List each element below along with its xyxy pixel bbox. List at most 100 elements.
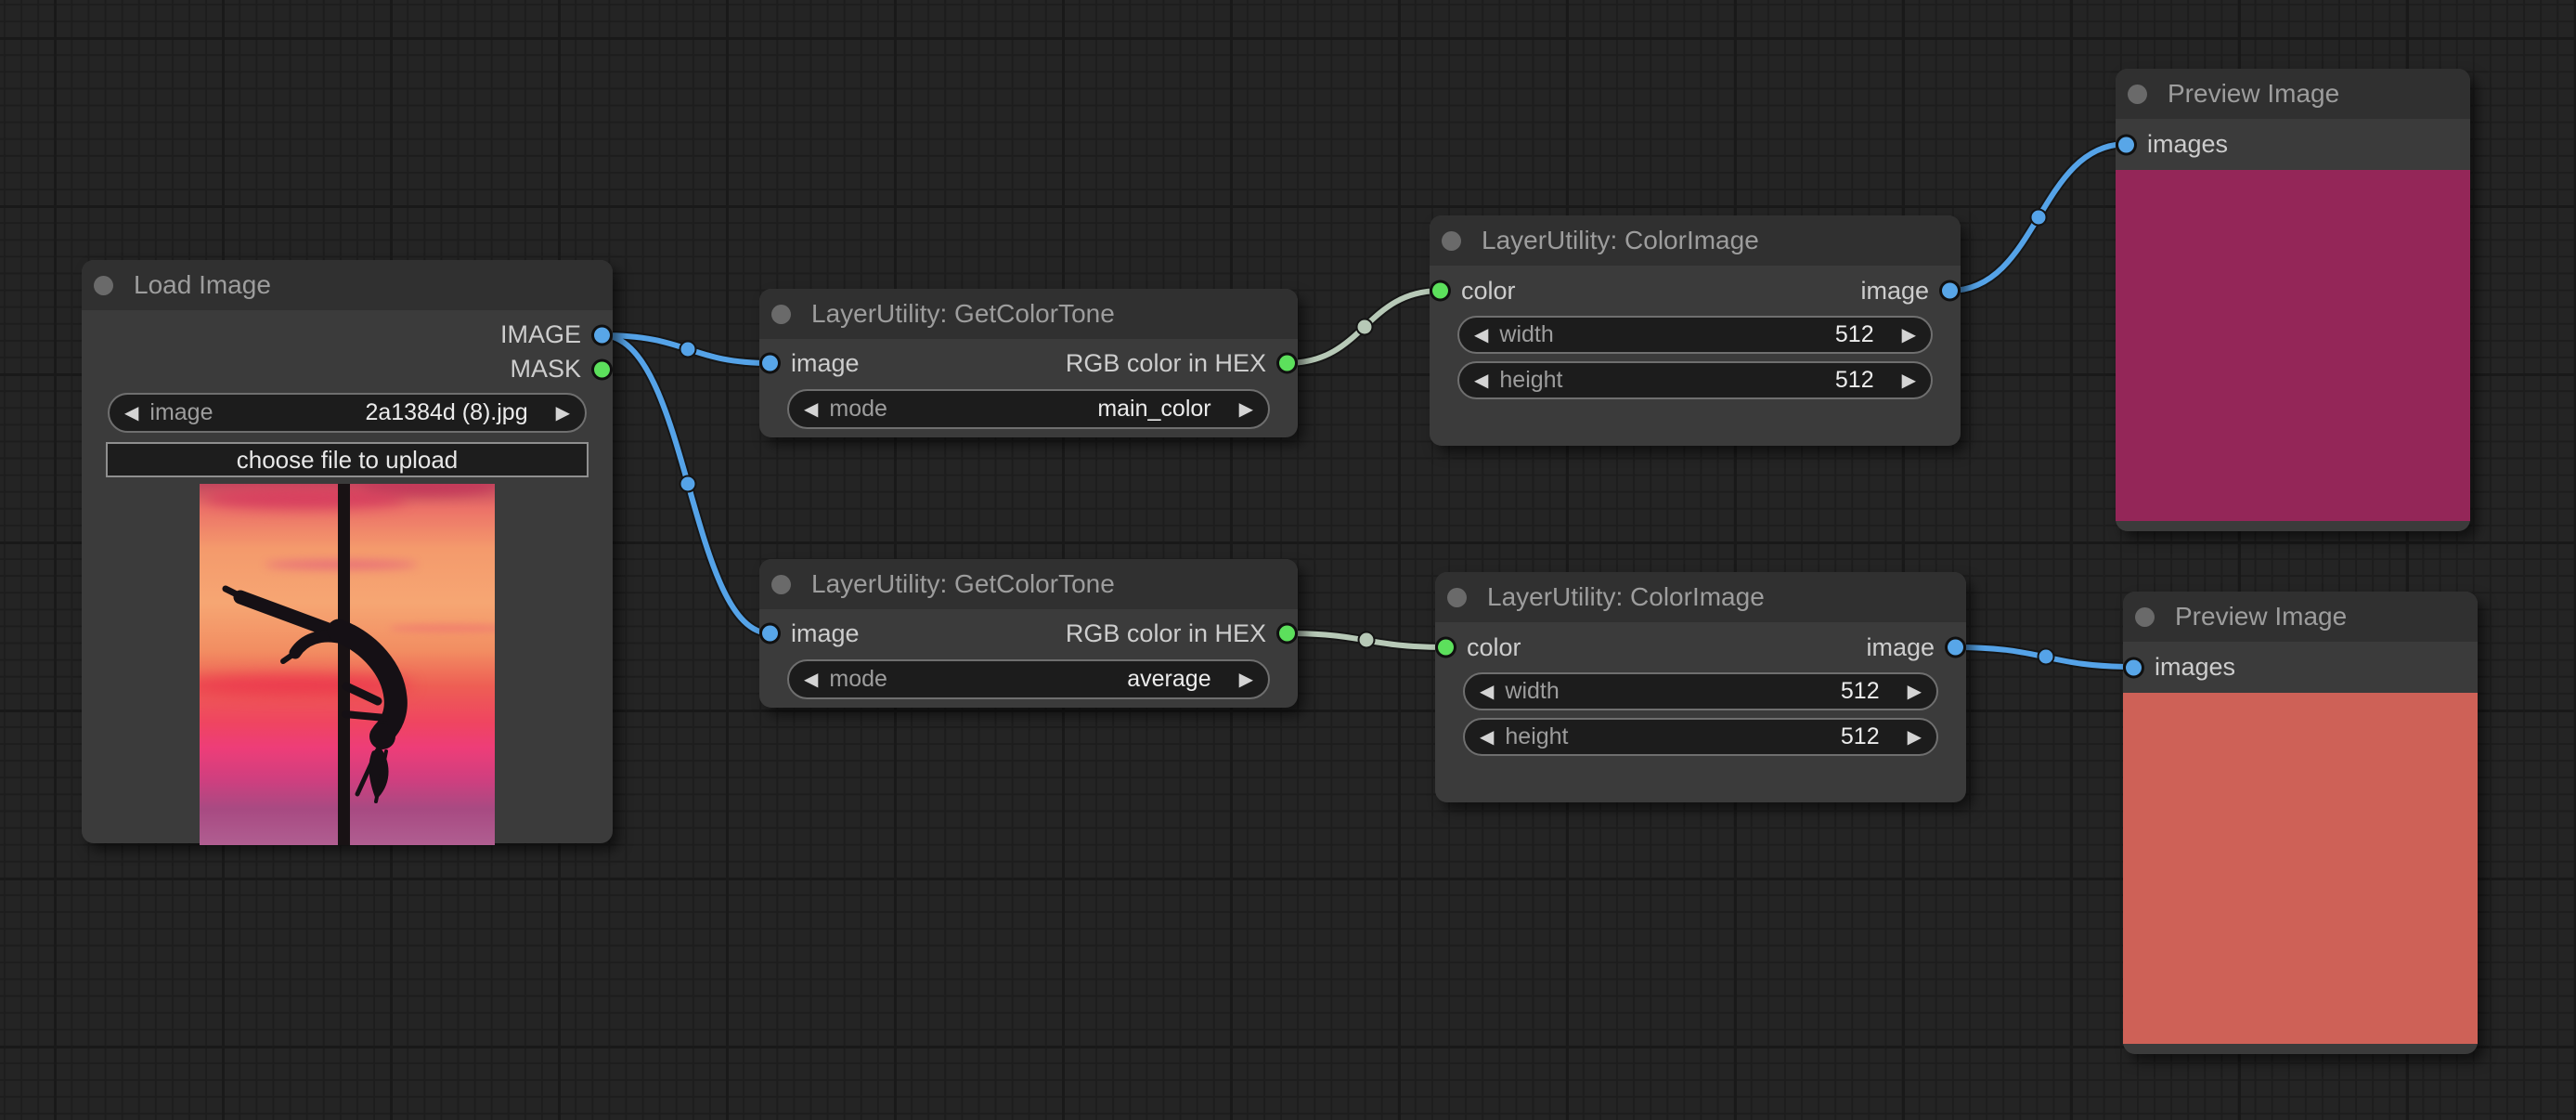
widget-value: average (1127, 666, 1211, 692)
node-getcolortone-average[interactable]: LayerUtility: GetColorTone image RGB col… (759, 559, 1298, 708)
increment-arrow-icon[interactable]: ▶ (1238, 398, 1253, 420)
link-midpoint-dot[interactable] (2029, 208, 2048, 227)
widget-image-combo[interactable]: ◀ image 2a1384d (8).jpg ▶ (108, 393, 587, 433)
collapse-dot-icon[interactable] (1442, 230, 1461, 251)
sunset-cloud (205, 487, 407, 510)
output-port-image[interactable] (1948, 639, 1963, 656)
output-label-mask: MASK (510, 355, 581, 383)
node-title-bar[interactable]: LayerUtility: GetColorTone (759, 289, 1298, 339)
decrement-arrow-icon[interactable]: ◀ (1480, 726, 1495, 748)
input-label-color: color (1467, 632, 1521, 661)
decrement-arrow-icon[interactable]: ◀ (1474, 324, 1489, 345)
node-title: Load Image (134, 270, 271, 299)
node-colorimage-top[interactable]: LayerUtility: ColorImage color image ◀ w… (1430, 215, 1961, 446)
input-label-image: image (791, 619, 860, 647)
decrement-arrow-icon[interactable]: ◀ (1480, 681, 1495, 702)
output-label-hex: RGB color in HEX (1065, 619, 1266, 647)
input-port-color[interactable] (1432, 282, 1448, 299)
input-label-color: color (1461, 276, 1516, 305)
output-port-image[interactable] (1942, 282, 1958, 299)
widget-mode-combo[interactable]: ◀ mode average ▶ (787, 659, 1270, 699)
input-port-image[interactable] (762, 625, 778, 642)
decrement-arrow-icon[interactable]: ◀ (1474, 370, 1489, 391)
node-title-bar[interactable]: LayerUtility: ColorImage (1435, 572, 1966, 622)
output-label-image: image (1860, 276, 1929, 305)
widget-value: 512 (1840, 678, 1880, 704)
node-title: Preview Image (2168, 79, 2340, 108)
preview-image-main-color[interactable] (2116, 170, 2470, 521)
increment-arrow-icon[interactable]: ▶ (1901, 370, 1916, 391)
sunset-cloud (388, 624, 495, 632)
increment-arrow-icon[interactable]: ▶ (1907, 681, 1922, 702)
node-title: LayerUtility: ColorImage (1482, 226, 1759, 254)
loaded-image-thumbnail[interactable] (200, 484, 495, 845)
input-port-color[interactable] (1438, 639, 1454, 656)
increment-arrow-icon[interactable]: ▶ (555, 402, 570, 423)
output-label-image: image (1866, 632, 1935, 661)
pole-dancer-silhouette (222, 484, 408, 845)
node-getcolortone-main[interactable]: LayerUtility: GetColorTone image RGB col… (759, 289, 1298, 437)
node-preview-image-bottom[interactable]: Preview Image images (2123, 592, 2478, 1054)
input-port-image[interactable] (762, 355, 778, 371)
link-midpoint-dot[interactable] (679, 475, 697, 493)
node-title: Preview Image (2175, 602, 2348, 631)
widget-label: width (1499, 321, 1554, 347)
widget-label: mode (829, 666, 887, 692)
widget-height-number[interactable]: ◀ height 512 ▶ (1457, 361, 1933, 399)
widget-width-number[interactable]: ◀ width 512 ▶ (1463, 672, 1938, 710)
collapse-dot-icon[interactable] (2135, 606, 2155, 627)
input-label-images: images (2155, 653, 2236, 681)
node-title-bar[interactable]: LayerUtility: GetColorTone (759, 559, 1298, 609)
output-port-hex[interactable] (1279, 355, 1295, 371)
widget-label: width (1505, 678, 1560, 704)
widget-label: height (1499, 367, 1563, 393)
output-port-hex[interactable] (1279, 625, 1295, 642)
link-midpoint-dot[interactable] (679, 340, 697, 358)
output-port-mask[interactable] (594, 361, 610, 377)
decrement-arrow-icon[interactable]: ◀ (804, 398, 819, 420)
link-midpoint-dot[interactable] (2037, 647, 2055, 666)
increment-arrow-icon[interactable]: ▶ (1907, 726, 1922, 748)
increment-arrow-icon[interactable]: ▶ (1901, 324, 1916, 345)
output-label-image: IMAGE (499, 320, 581, 348)
widget-height-number[interactable]: ◀ height 512 ▶ (1463, 718, 1938, 756)
sunset-cloud (361, 484, 495, 495)
preview-image-average-color[interactable] (2123, 693, 2478, 1044)
collapse-dot-icon[interactable] (1447, 587, 1467, 607)
input-port-images[interactable] (2118, 137, 2134, 152)
output-port-image[interactable] (594, 327, 610, 343)
widget-value: 2a1384d (8).jpg (365, 399, 528, 425)
collapse-dot-icon[interactable] (2128, 84, 2147, 104)
decrement-arrow-icon[interactable]: ◀ (124, 402, 139, 423)
widget-value: 512 (1834, 321, 1874, 347)
node-colorimage-bottom[interactable]: LayerUtility: ColorImage color image ◀ w… (1435, 572, 1966, 802)
node-title: LayerUtility: ColorImage (1487, 582, 1765, 611)
widget-width-number[interactable]: ◀ width 512 ▶ (1457, 316, 1933, 354)
input-port-images[interactable] (2126, 659, 2142, 675)
node-preview-image-top[interactable]: Preview Image images (2116, 69, 2470, 531)
decrement-arrow-icon[interactable]: ◀ (804, 669, 819, 690)
node-title-bar[interactable]: Preview Image (2116, 69, 2470, 119)
node-title: LayerUtility: GetColorTone (811, 569, 1115, 598)
widget-value: 512 (1834, 367, 1874, 393)
node-title-bar[interactable]: Preview Image (2123, 592, 2478, 642)
widget-value: main_color (1097, 396, 1211, 422)
widget-mode-combo[interactable]: ◀ mode main_color ▶ (787, 389, 1270, 429)
collapse-dot-icon[interactable] (771, 304, 791, 324)
link-midpoint-dot[interactable] (1357, 631, 1376, 649)
choose-file-button[interactable]: choose file to upload (106, 442, 589, 477)
collapse-dot-icon[interactable] (771, 574, 791, 594)
widget-label: height (1505, 723, 1569, 749)
increment-arrow-icon[interactable]: ▶ (1238, 669, 1253, 690)
input-label-images: images (2147, 130, 2229, 158)
link-midpoint-dot[interactable] (1355, 318, 1374, 336)
output-label-hex: RGB color in HEX (1065, 348, 1266, 377)
collapse-dot-icon[interactable] (94, 275, 113, 295)
input-label-image: image (791, 348, 860, 377)
node-title-bar[interactable]: Load Image (82, 260, 613, 310)
node-load-image[interactable]: Load Image IMAGE MASK ◀ image 2a1384d (8… (82, 260, 613, 845)
node-title-bar[interactable]: LayerUtility: ColorImage (1430, 215, 1961, 266)
widget-label: mode (829, 396, 887, 422)
